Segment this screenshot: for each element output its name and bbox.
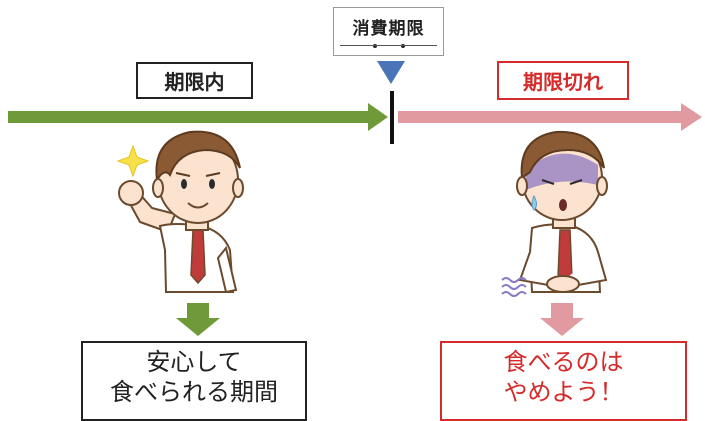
happy-character-illustration bbox=[118, 130, 244, 294]
pink-down-arrow-icon bbox=[540, 303, 584, 336]
safe-to-eat-message-box: 安心して 食べられる期間 bbox=[81, 341, 307, 421]
deadline-label-box: 消費期限 bbox=[333, 7, 444, 56]
stop-eating-message-box: 食べるのは やめよう！ bbox=[440, 341, 687, 421]
green-timeline-arrow bbox=[8, 103, 388, 131]
safe-message-line-2: 食べられる期間 bbox=[110, 378, 278, 406]
safe-message-line-1: 安心して bbox=[146, 348, 242, 376]
stop-message-line-2: やめよう！ bbox=[503, 378, 624, 406]
within-period-label: 期限内 bbox=[164, 70, 225, 94]
green-down-arrow-icon bbox=[176, 303, 220, 336]
deadline-pointer-icon bbox=[377, 61, 405, 84]
pink-timeline-arrow bbox=[398, 103, 702, 131]
within-period-label-box: 期限内 bbox=[136, 62, 253, 99]
sparkle-icon bbox=[116, 144, 150, 178]
sick-character-illustration bbox=[516, 130, 608, 293]
deadline-underline bbox=[340, 45, 437, 46]
expired-label: 期限切れ bbox=[523, 70, 603, 94]
timeline-diagram bbox=[8, 61, 702, 336]
deadline-marker-line bbox=[390, 91, 394, 144]
deadline-label: 消費期限 bbox=[352, 19, 425, 39]
ache-wave-icon bbox=[501, 277, 527, 297]
expired-label-box: 期限切れ bbox=[497, 61, 629, 100]
stop-message-line-1: 食べるのは bbox=[503, 348, 624, 376]
